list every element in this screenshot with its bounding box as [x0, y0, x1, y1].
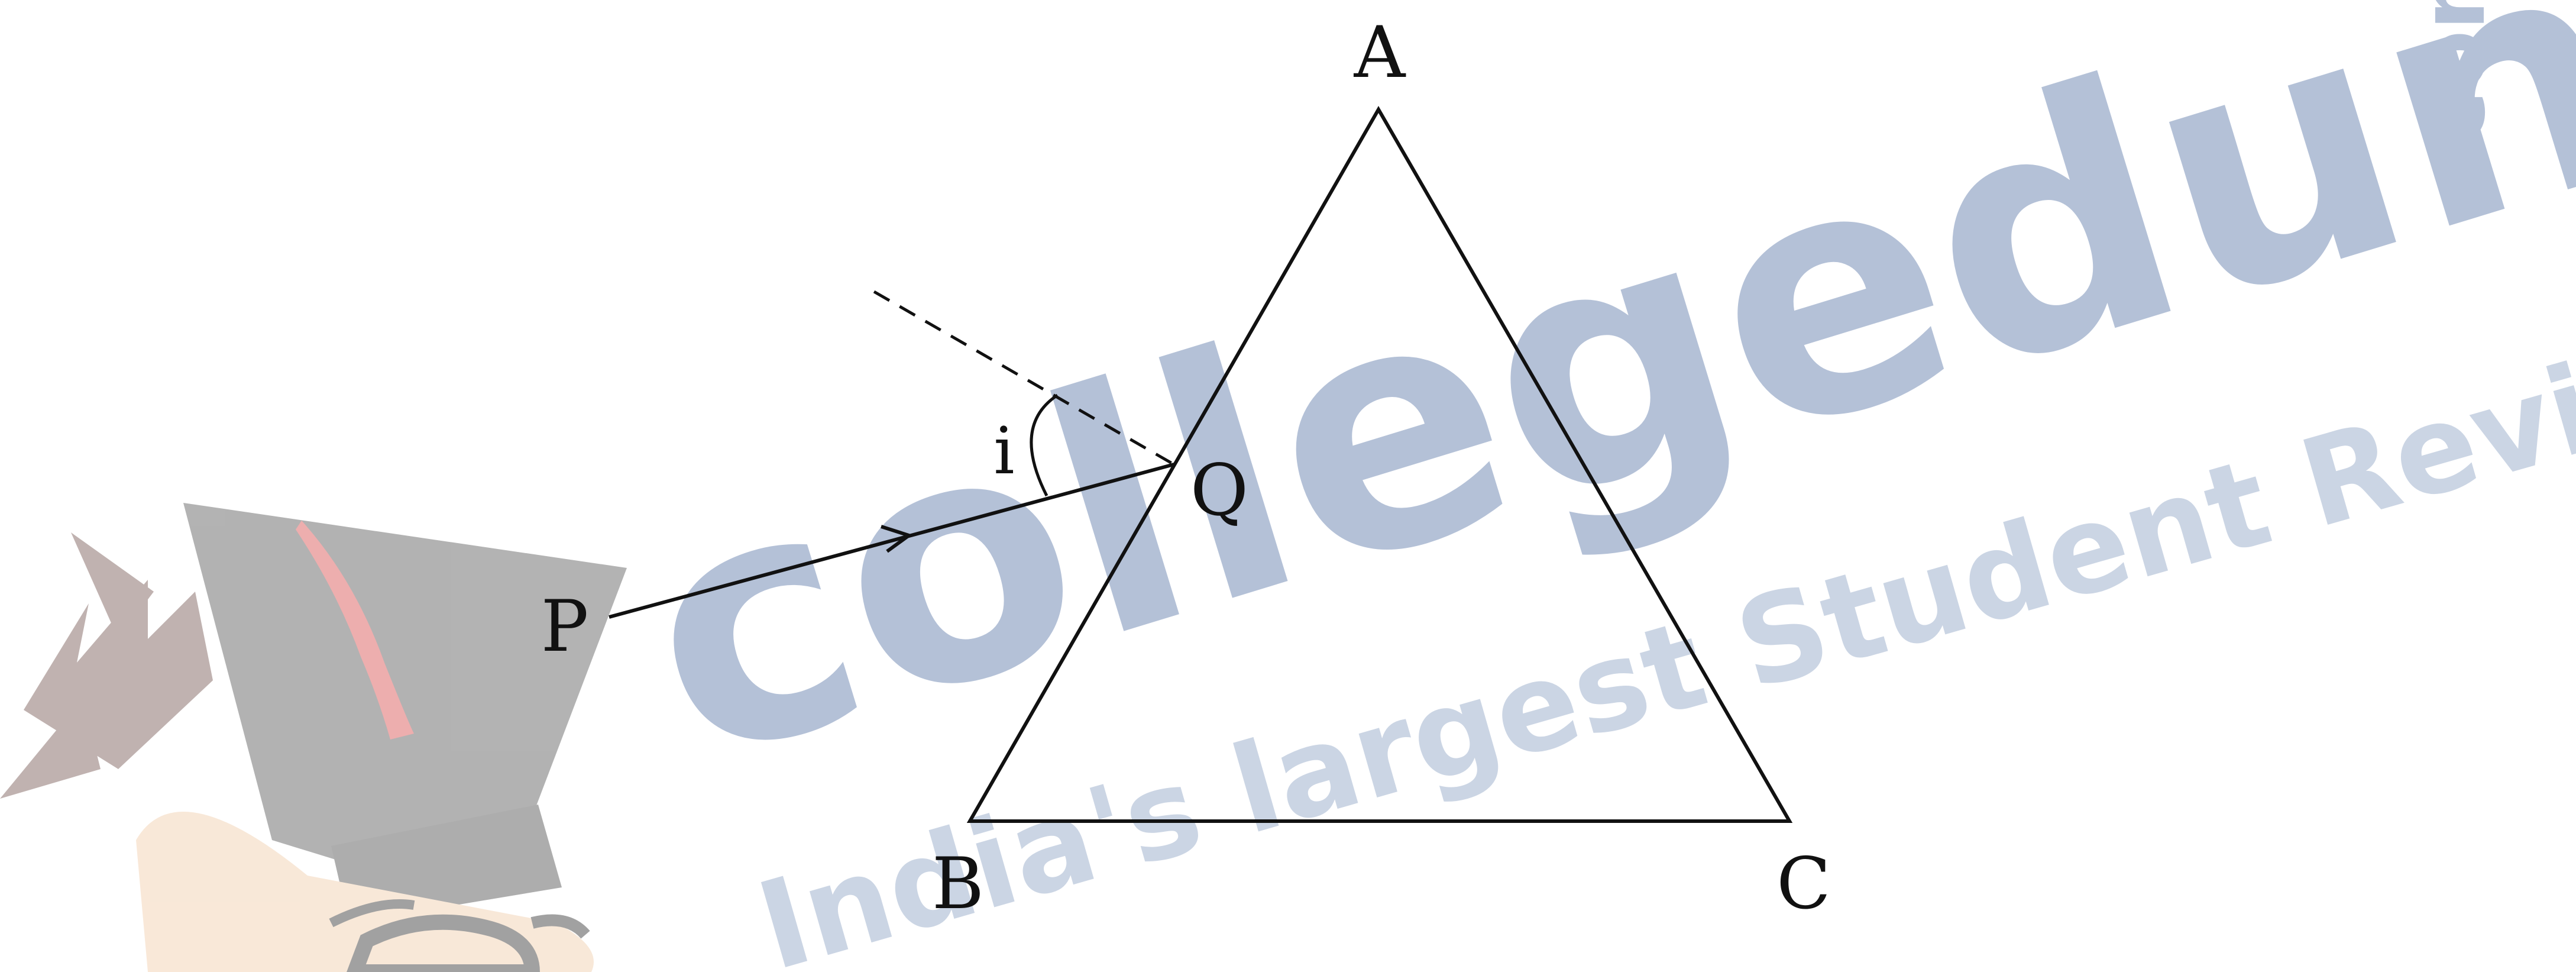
angle-i-label: i [993, 413, 1014, 489]
watermark-brand-suffix: .com [2402, 0, 2505, 177]
point-q-label: Q [1190, 450, 1248, 532]
vertex-a-label: A [1354, 12, 1406, 94]
watermark: collegedunia .com India's largest Studen… [602, 0, 2576, 972]
graduate-mascot-icon [0, 503, 627, 972]
prism-triangle [966, 105, 1793, 823]
incident-ray [609, 463, 1174, 619]
incidence-angle-arc [1030, 393, 1059, 497]
vertex-c-label: C [1776, 843, 1831, 925]
point-p-label: P [541, 586, 589, 668]
vertex-b-label: B [932, 843, 984, 925]
ray-arrowhead [881, 525, 913, 553]
